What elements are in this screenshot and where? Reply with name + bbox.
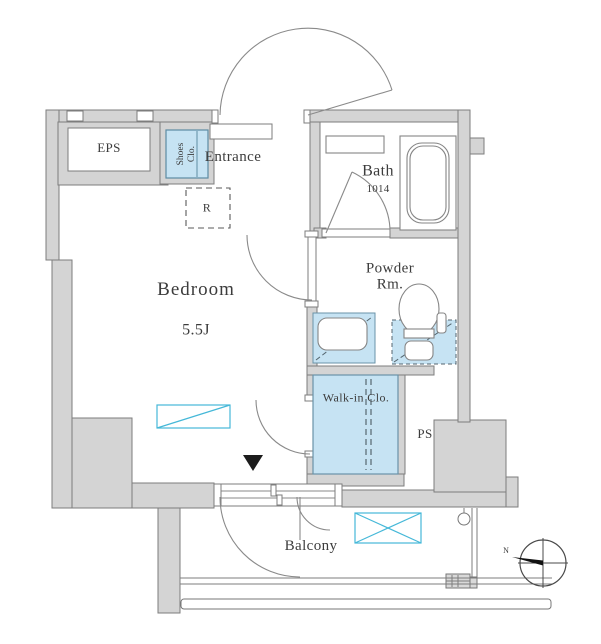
wall-segment: [71, 417, 133, 509]
bath-size-label: 1014: [366, 183, 390, 196]
eps-interior: [67, 127, 151, 172]
bath-threshold: [321, 228, 391, 238]
hatch-notch: [136, 110, 154, 122]
wall-pillar: [433, 419, 507, 493]
toilet-base: [404, 340, 434, 361]
balcony-railing: [180, 598, 552, 610]
bedroom-label: Bedroom: [157, 279, 235, 301]
walls: [45, 109, 519, 614]
entrance-door-leaf: [307, 89, 393, 116]
door-jamb: [303, 109, 311, 124]
wall-segment: [45, 109, 60, 261]
compass: [512, 538, 568, 588]
powder-door-arc: [246, 234, 313, 301]
powder-room-label: Powder Rm.: [365, 260, 415, 292]
window-mullion: [276, 494, 283, 506]
fixtures: [317, 135, 457, 361]
pipe-space-label: PS: [417, 426, 433, 442]
shoes-closet-label: Shoes Clo.: [176, 142, 197, 166]
refrigerator-space-box: [185, 187, 231, 229]
compass-needle: [512, 557, 543, 566]
doorway-leaf: [307, 236, 317, 302]
balcony-door-arc: [219, 496, 301, 578]
compass-north-label: N: [503, 545, 509, 555]
bathtub-icon: [406, 142, 450, 224]
balcony-label: Balcony: [284, 538, 338, 555]
bath-door-leaf: [325, 171, 353, 234]
doorway-jamb: [304, 230, 319, 238]
doorway-jamb: [304, 300, 319, 308]
bathtub-surround: [399, 135, 457, 231]
walk-in-closet-box: [312, 374, 399, 475]
wall-segment: [505, 476, 519, 508]
bathtub-icon-inner: [409, 145, 447, 221]
entry-triangle-marker: [243, 455, 263, 471]
balcony-door-arc-small: [296, 496, 331, 531]
hatch-notch: [66, 110, 84, 122]
refrigerator-label: R: [202, 200, 212, 215]
window-jamb: [334, 483, 343, 507]
window-jamb: [213, 483, 222, 507]
hose-bib-icon: [457, 512, 471, 526]
entrance-step: [209, 123, 273, 140]
markers: [156, 187, 422, 544]
toilet-control: [436, 312, 447, 334]
wall-segment: [307, 109, 471, 123]
wall-segment: [51, 259, 73, 509]
bath-counter: [325, 135, 385, 154]
counter-marker-diagonal: [156, 404, 231, 429]
bedroom-size-label: 5.5J: [182, 321, 210, 339]
washer-marker-x: [354, 512, 422, 544]
entrance-door-arc: [219, 27, 393, 116]
wall-segment: [131, 482, 215, 509]
door-jamb: [211, 109, 219, 124]
bath-door-arc: [351, 171, 391, 234]
toilet-seat-hinge: [403, 328, 435, 339]
wall-segment: [397, 374, 406, 475]
wall-tick: [469, 137, 485, 155]
wall-segment: [457, 109, 471, 423]
window-mullion: [270, 484, 277, 497]
walk-in-closet-label: Walk-in Clo.: [322, 390, 390, 405]
wall-segment: [309, 121, 321, 236]
sink-icon: [317, 317, 368, 351]
wall-segment: [306, 365, 435, 376]
wall-segment: [341, 489, 519, 508]
entrance-label: Entrance: [204, 149, 262, 166]
balcony-details: [180, 508, 552, 610]
door-swings: [219, 27, 393, 578]
shoes-closet-box: [165, 129, 209, 179]
eps-label: EPS: [97, 140, 121, 156]
balcony-window: [213, 483, 343, 507]
wic-door-arc: [255, 399, 311, 455]
drain-box-cap: [469, 576, 478, 589]
balcony-side-wall: [157, 507, 181, 614]
bath-label: Bath: [362, 162, 394, 180]
